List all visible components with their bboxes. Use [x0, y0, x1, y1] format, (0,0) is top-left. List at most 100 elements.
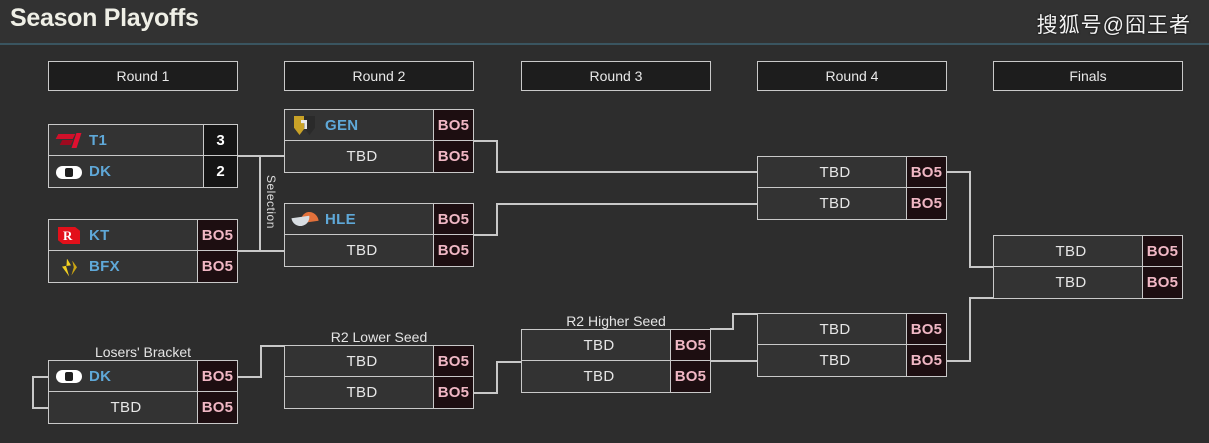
bo-format-cell: BO5	[1142, 267, 1182, 298]
table-row[interactable]: TBD BO5	[994, 236, 1182, 267]
team-name: TBD	[346, 242, 378, 259]
team-slot[interactable]: DK	[49, 156, 203, 187]
team-name: TBD	[819, 352, 851, 369]
match-finals[interactable]: TBD BO5 TBD BO5	[993, 235, 1183, 299]
connector	[238, 376, 262, 378]
team-slot[interactable]: R KT	[49, 220, 197, 250]
match-r1-m2[interactable]: R KT BO5 BFX BO5	[48, 219, 238, 283]
round-header-4[interactable]: Round 4	[757, 61, 947, 91]
team-name: TBD	[583, 336, 615, 354]
connector	[947, 171, 971, 173]
bo-format-cell: BO5	[906, 157, 946, 187]
team-slot[interactable]: TBD	[758, 345, 906, 376]
table-row[interactable]: TBD BO5	[522, 330, 710, 361]
team-slot[interactable]: TBD	[285, 235, 433, 266]
team-slot[interactable]: TBD	[285, 377, 433, 408]
team-name: TBD	[346, 384, 378, 401]
table-row[interactable]: TBD BO5	[522, 361, 710, 392]
connector	[32, 376, 48, 378]
bo-format-cell: BO5	[433, 235, 473, 266]
team-slot[interactable]: TBD	[285, 141, 433, 172]
round-header-finals[interactable]: Finals	[993, 61, 1183, 91]
table-row[interactable]: TBD BO5	[994, 267, 1182, 298]
hle-logo	[291, 208, 319, 230]
table-row[interactable]: DK BO5	[49, 361, 237, 392]
table-row[interactable]: HLE BO5	[285, 204, 473, 235]
connector	[710, 328, 734, 330]
connector	[496, 203, 757, 205]
table-row[interactable]: TBD BO5	[758, 157, 946, 188]
match-r2-m1[interactable]: GEN BO5 TBD BO5	[284, 109, 474, 173]
team-slot[interactable]: TBD	[758, 314, 906, 344]
table-row[interactable]: TBD BO5	[758, 345, 946, 376]
connector	[260, 345, 262, 378]
bo-format-cell: BO5	[433, 204, 473, 234]
team-slot[interactable]: GEN	[285, 110, 433, 140]
connector	[496, 361, 521, 363]
match-r2-higher-seed[interactable]: TBD BO5 TBD BO5	[521, 329, 711, 393]
bo-format-cell: BO5	[906, 345, 946, 376]
bo-format-cell: BO5	[197, 220, 237, 250]
team-slot[interactable]: DK	[49, 361, 197, 391]
r2-lower-seed-label: R2 Lower Seed	[330, 329, 428, 345]
round-header-3[interactable]: Round 3	[521, 61, 711, 91]
match-r2-m2[interactable]: HLE BO5 TBD BO5	[284, 203, 474, 267]
team-slot[interactable]: TBD	[522, 361, 670, 392]
bo-format-cell: BO5	[197, 392, 237, 423]
team-slot[interactable]: TBD	[49, 392, 197, 423]
dk-logo	[55, 161, 83, 183]
team-slot[interactable]: BFX	[49, 251, 197, 282]
table-row[interactable]: TBD BO5	[285, 377, 473, 408]
team-slot[interactable]: TBD	[994, 267, 1142, 298]
team-name: T1	[89, 131, 108, 149]
connector	[969, 171, 971, 266]
table-row[interactable]: TBD BO5	[758, 188, 946, 219]
bo-format-cell: BO5	[1142, 236, 1182, 266]
connector	[474, 234, 498, 236]
table-row[interactable]: TBD BO5	[285, 141, 473, 172]
table-row[interactable]: TBD BO5	[285, 235, 473, 266]
connector	[732, 313, 757, 315]
team-slot[interactable]: HLE	[285, 204, 433, 234]
bo-format-cell: BO5	[433, 141, 473, 172]
team-name: TBD	[110, 399, 142, 416]
team-slot[interactable]: T1	[49, 125, 203, 155]
table-row[interactable]: T1 3	[49, 125, 237, 156]
team-slot[interactable]: TBD	[994, 236, 1142, 266]
connector	[496, 171, 757, 173]
match-r3-upper[interactable]: TBD BO5 TBD BO5	[757, 156, 947, 220]
bo-format-cell: BO5	[197, 251, 237, 282]
table-row[interactable]: GEN BO5	[285, 110, 473, 141]
page-title: Season Playoffs	[10, 4, 199, 32]
team-name: TBD	[583, 368, 615, 385]
match-r1-m1[interactable]: T1 3 DK 2	[48, 124, 238, 188]
table-row[interactable]: TBD BO5	[758, 314, 946, 345]
round-header-1[interactable]: Round 1	[48, 61, 238, 91]
connector	[259, 250, 284, 252]
team-name: DK	[89, 367, 112, 385]
match-losers-bracket[interactable]: DK BO5 TBD BO5	[48, 360, 238, 424]
match-r3-lower[interactable]: TBD BO5 TBD BO5	[757, 313, 947, 377]
round-header-4-label: Round 4	[825, 68, 879, 84]
team-slot[interactable]: TBD	[758, 188, 906, 219]
page-header: Season Playoffs 搜狐号@囧王者	[0, 0, 1209, 45]
match-r2-lower-seed[interactable]: TBD BO5 TBD BO5	[284, 345, 474, 409]
table-row[interactable]: TBD BO5	[285, 346, 473, 377]
bo-format-cell: BO5	[433, 110, 473, 140]
team-slot[interactable]: TBD	[522, 330, 670, 360]
round-header-2[interactable]: Round 2	[284, 61, 474, 91]
connector	[947, 360, 971, 362]
r2-higher-seed-label: R2 Higher Seed	[566, 313, 666, 329]
table-row[interactable]: R KT BO5	[49, 220, 237, 251]
bo-format-cell: BO5	[906, 188, 946, 219]
team-slot[interactable]: TBD	[285, 346, 433, 376]
gen-logo	[291, 114, 319, 136]
table-row[interactable]: BFX BO5	[49, 251, 237, 282]
table-row[interactable]: TBD BO5	[49, 392, 237, 423]
team-name: TBD	[1055, 274, 1087, 291]
table-row[interactable]: DK 2	[49, 156, 237, 187]
team-slot[interactable]: TBD	[758, 157, 906, 187]
team-name: KT	[89, 226, 110, 244]
bo-format-cell: BO5	[906, 314, 946, 344]
connector	[496, 203, 498, 236]
